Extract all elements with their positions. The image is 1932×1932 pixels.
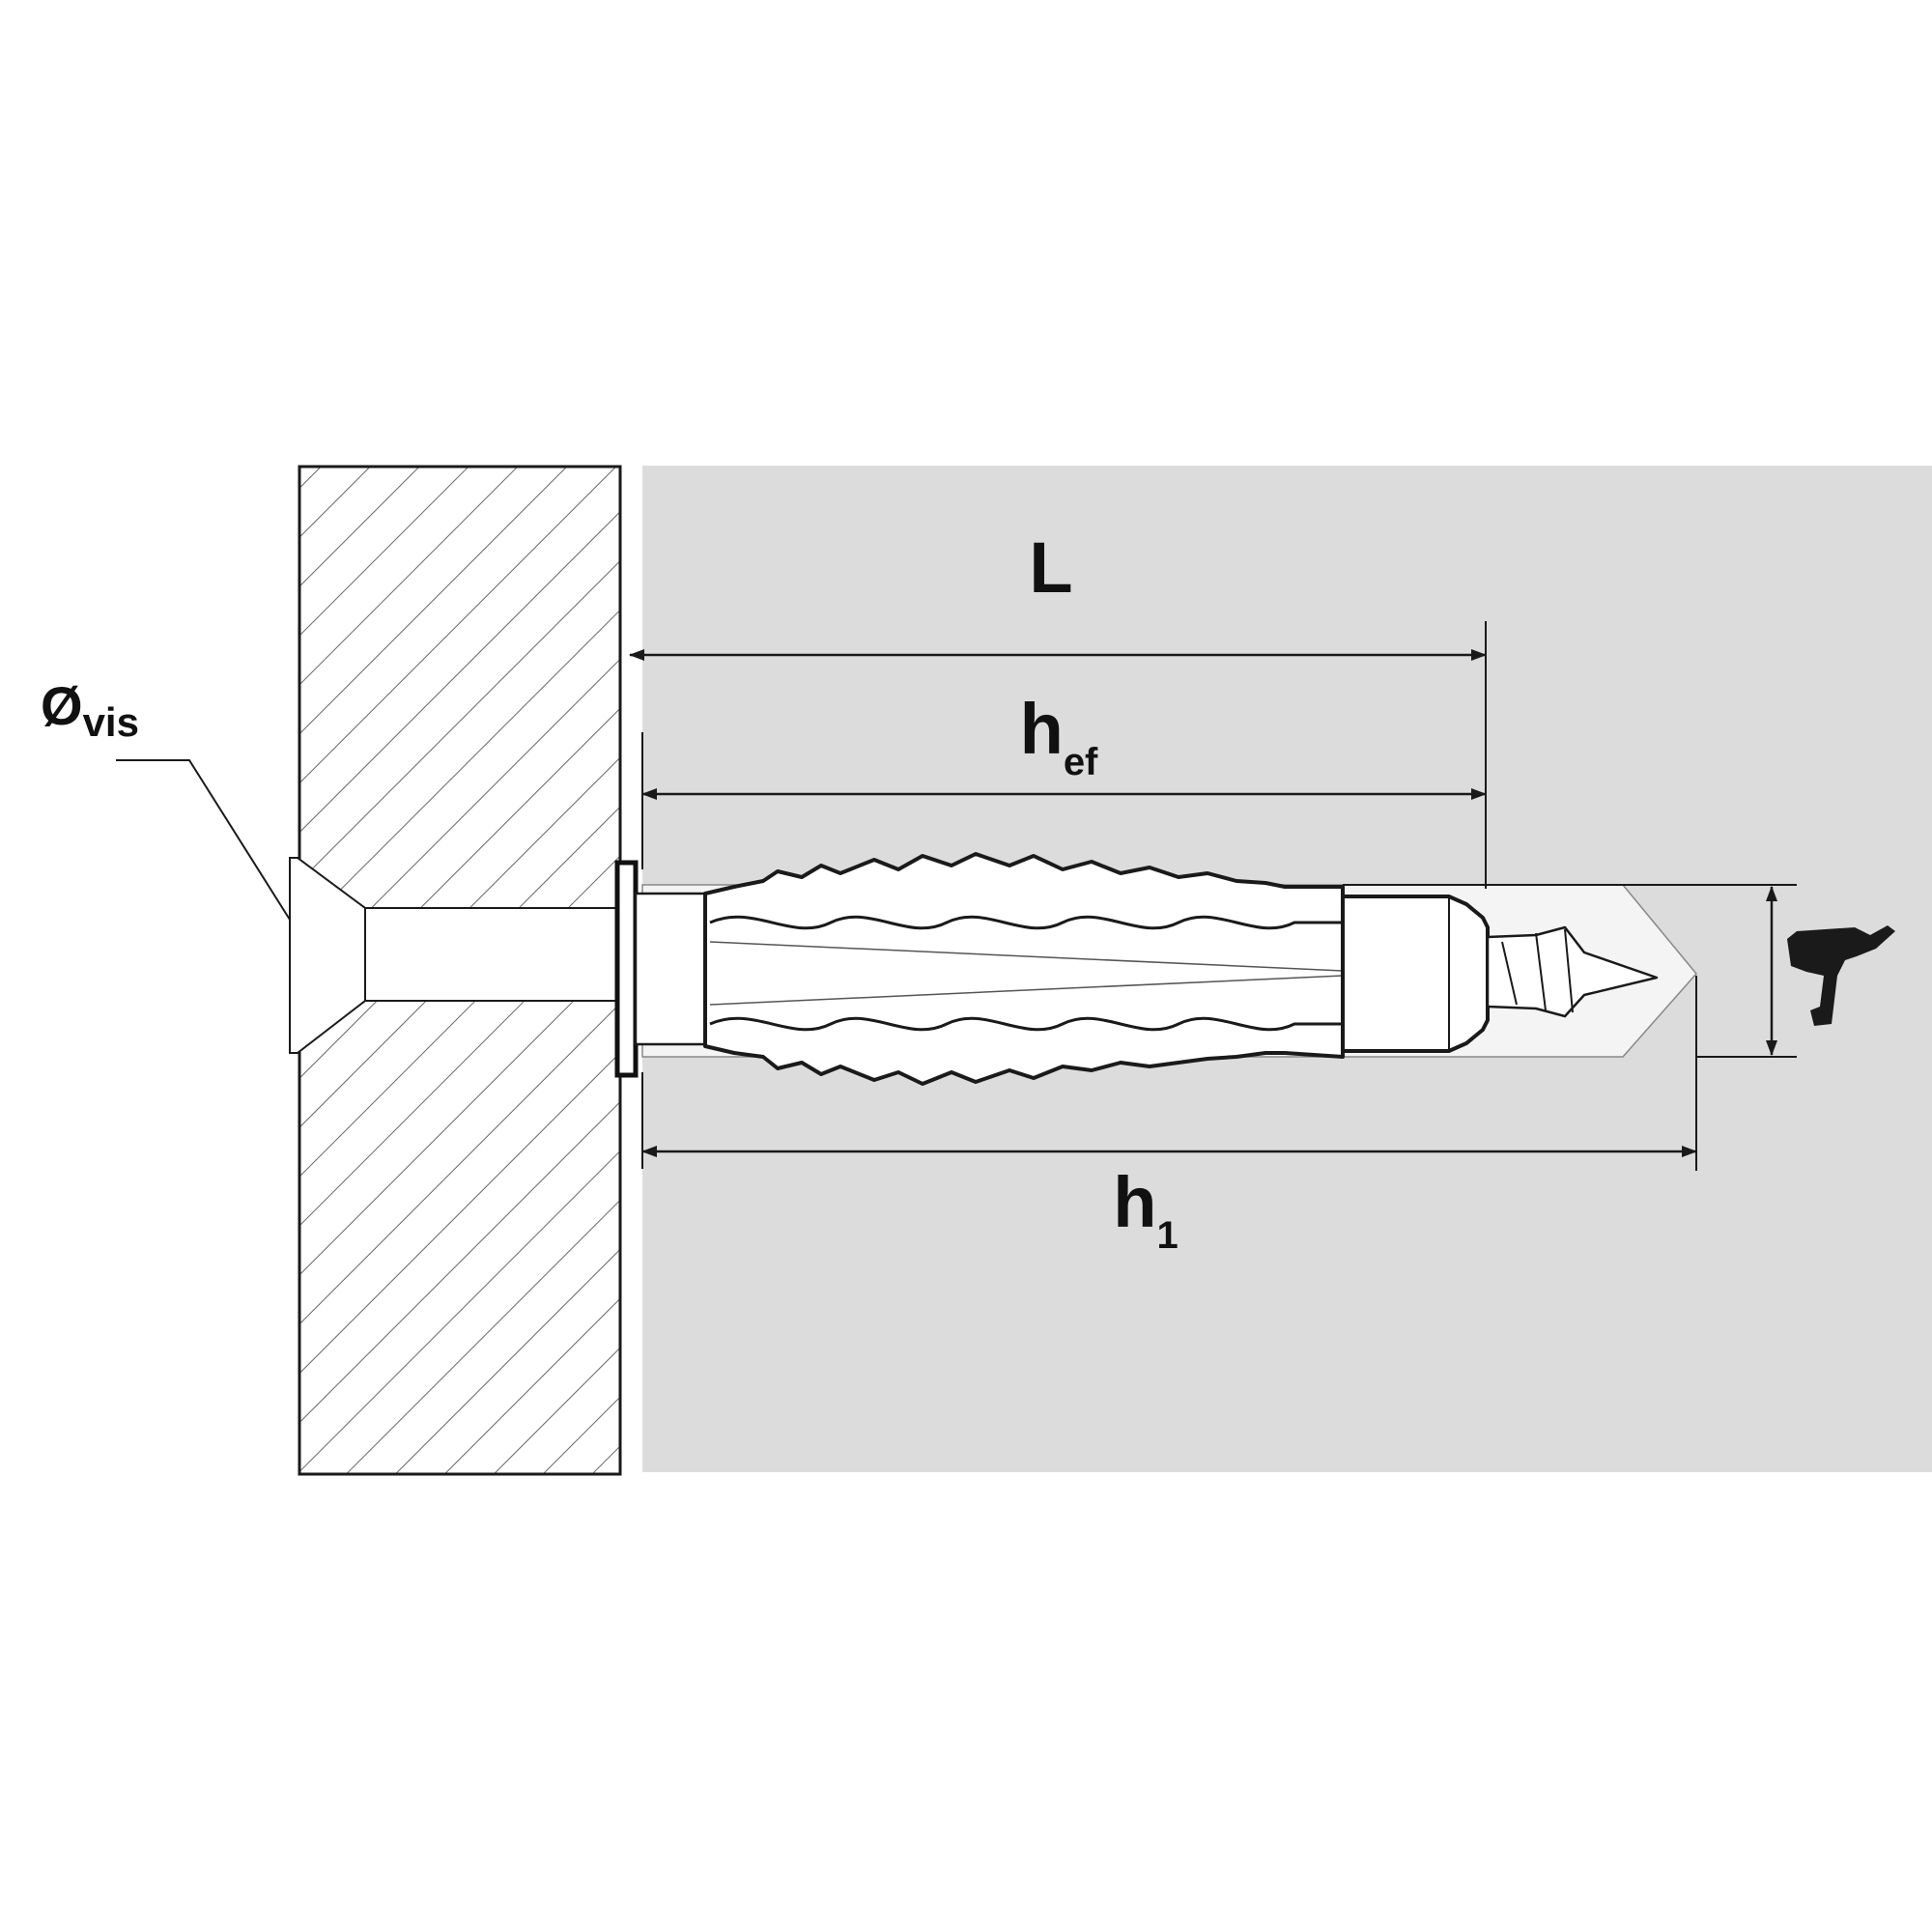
- screw-diameter-sub: vis: [83, 699, 139, 745]
- screw-tip: [1486, 925, 1659, 1018]
- drill-depth-sub: 1: [1156, 1214, 1178, 1257]
- anchor-neck: [634, 892, 715, 1046]
- anchor-end-sleeve: [1341, 895, 1490, 1053]
- dimension-drill-depth: h1: [641, 976, 1697, 1257]
- effective-depth-sub: ef: [1064, 741, 1098, 783]
- drill-depth-main: h: [1113, 1162, 1156, 1242]
- anchor-body: [703, 852, 1345, 1086]
- effective-depth-main: h: [1020, 689, 1064, 769]
- dimension-length: L: [629, 527, 1487, 889]
- dimension-hole-diameter: [1343, 884, 1797, 1058]
- length-label: L: [1029, 527, 1072, 608]
- dimension-effective-depth: hef: [641, 689, 1487, 869]
- effective-depth-label: hef: [1020, 689, 1098, 783]
- screw-diameter-label: Øvis: [41, 675, 139, 745]
- dimension-screw-diameter: Øvis: [41, 675, 291, 921]
- screw-head: [289, 857, 366, 1054]
- drill-icon: [1787, 925, 1895, 1026]
- screw-diameter-main: Ø: [41, 675, 83, 736]
- anchor-collar: [614, 860, 639, 1078]
- drill-depth-label: h1: [1113, 1162, 1178, 1257]
